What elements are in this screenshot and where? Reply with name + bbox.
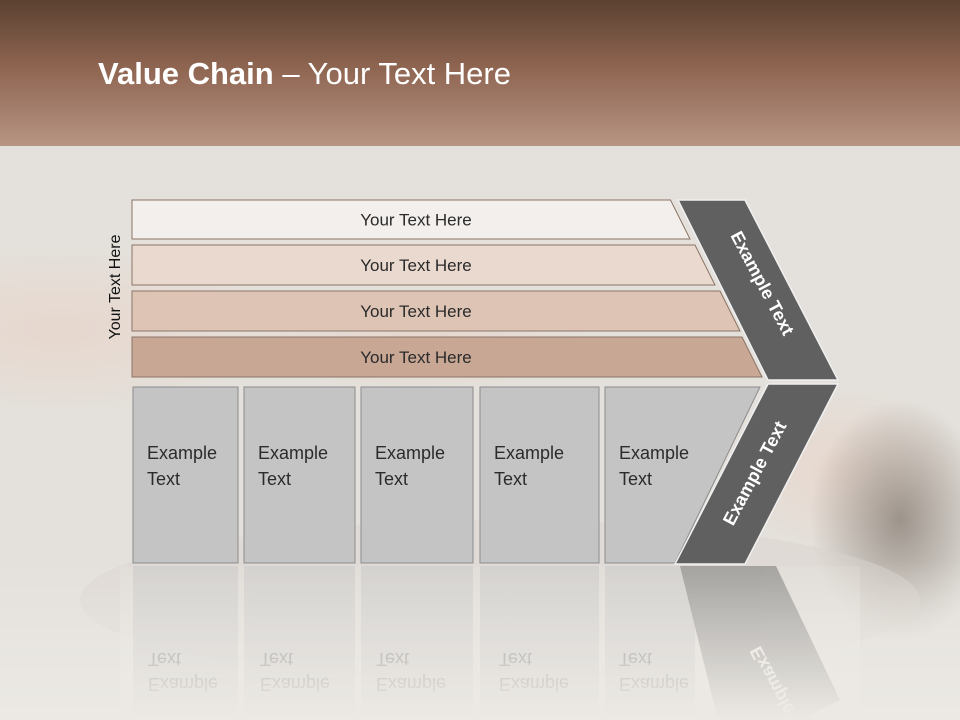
row-label-1: Your Text Here (360, 211, 472, 230)
example-box-5-line2: Text (619, 469, 652, 489)
row-bar-1 (131, 199, 691, 240)
row-label-3: Your Text Here (360, 302, 472, 321)
example-box-2-line1: Example (258, 443, 328, 463)
example-box-4-line1: Example (494, 443, 564, 463)
example-box-1-line2: Text (147, 469, 180, 489)
chevron-top (676, 199, 840, 381)
example-box-5-line1: Example (619, 443, 689, 463)
example-box-1 (132, 386, 239, 564)
title-rest: – Your Text Here (273, 56, 511, 91)
chevron: Example Text Example Text (673, 199, 840, 565)
title-bold: Value Chain (98, 56, 274, 91)
example-box-3-line1: Example (375, 443, 445, 463)
example-box-3-line2: Text (375, 469, 408, 489)
example-box-1-line1: Example (147, 443, 217, 463)
row-bar-3 (131, 290, 741, 332)
header-bar: Value Chain – Your Text Here (0, 0, 960, 146)
example-box-2-line2: Text (258, 469, 291, 489)
row-label-2: Your Text Here (360, 256, 472, 275)
row-bar-4 (131, 336, 763, 378)
example-box-4 (479, 386, 600, 564)
row-bar-2 (131, 244, 716, 286)
chevron-bottom (673, 383, 840, 565)
reflection-fade (120, 566, 860, 720)
example-box-2 (243, 386, 356, 564)
example-box-3 (360, 386, 474, 564)
slide-title: Value Chain – Your Text Here (98, 56, 511, 92)
row-label-4: Your Text Here (360, 348, 472, 367)
example-box-4-line2: Text (494, 469, 527, 489)
